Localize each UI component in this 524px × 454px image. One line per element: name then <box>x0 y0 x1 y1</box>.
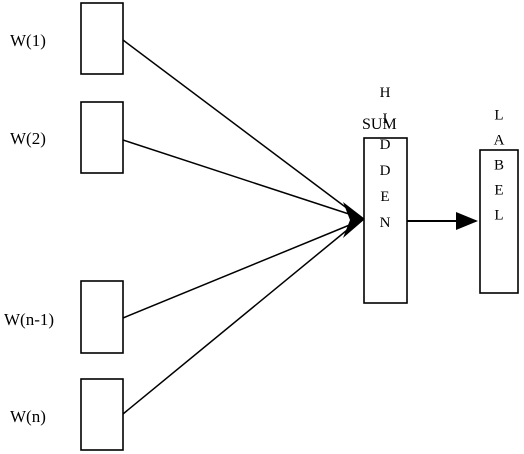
sum-label: SUM <box>362 116 397 133</box>
input-node-n-minus-1: W(n-1) <box>4 280 124 354</box>
label-node-box <box>479 149 519 294</box>
output-label: LABEL <box>491 108 507 233</box>
input-label-n-minus-1: W(n-1) <box>4 310 54 329</box>
input-label-n: W(n) <box>10 407 46 426</box>
hidden-label: HIDDEN <box>377 85 393 241</box>
input-arrowhead <box>343 202 365 238</box>
input-box-n <box>80 378 124 451</box>
edge-input-n-to-hidden <box>122 225 353 415</box>
input-node-2: W(2) <box>10 101 124 174</box>
edge-input-2-to-hidden <box>122 139 353 216</box>
input-box-2 <box>80 101 124 174</box>
input-node-n: W(n) <box>10 378 124 451</box>
input-node-1: W(1) <box>10 2 124 75</box>
input-box-1 <box>80 2 124 75</box>
input-label-2: W(2) <box>10 129 46 148</box>
edge-input-n-minus-1-to-hidden <box>122 223 353 319</box>
edge-input-1-to-hidden <box>122 39 353 213</box>
input-box-n-minus-1 <box>80 280 124 354</box>
input-label-1: W(1) <box>10 31 46 50</box>
